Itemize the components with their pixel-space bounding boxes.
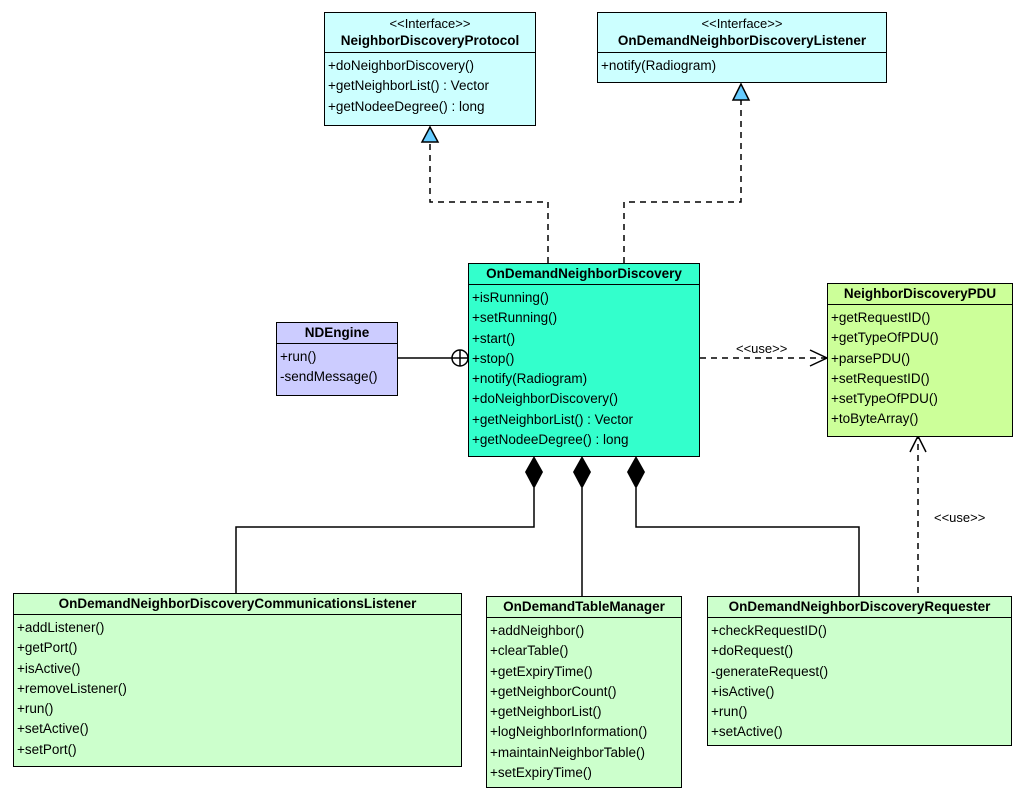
operation: +getExpiryTime() bbox=[490, 663, 593, 679]
stereotype-label: <<Interface>> bbox=[701, 16, 783, 31]
class-header: NDEngine bbox=[277, 323, 397, 344]
class-name: OnDemandNeighborDiscoveryListener bbox=[617, 33, 867, 48]
stereotype-label: <<Interface>> bbox=[389, 16, 471, 31]
operation: +addListener() bbox=[17, 620, 105, 635]
operation: +doNeighborDiscovery() bbox=[328, 58, 474, 73]
operations-list: +addNeighbor() +clearTable() +getExpiryT… bbox=[487, 618, 681, 783]
class-neighbor-discovery-pdu[interactable]: NeighborDiscoveryPDU +getRequestID() +ge… bbox=[827, 283, 1013, 437]
operation: +notify(Radiogram) bbox=[472, 371, 588, 387]
realization-line-ndp bbox=[429, 142, 549, 263]
operation: +setRunning() bbox=[472, 310, 558, 326]
operation: +maintainNeighborTable() bbox=[490, 744, 645, 760]
class-name: NDEngine bbox=[304, 325, 370, 340]
operation: -generateRequest() bbox=[711, 663, 829, 679]
class-requester[interactable]: OnDemandNeighborDiscoveryRequester +chec… bbox=[707, 596, 1012, 746]
operation: +stop() bbox=[472, 350, 515, 366]
operation: +getNeighborCount() bbox=[490, 683, 617, 699]
operations-list: +getRequestID() +getTypeOfPDU() +parsePD… bbox=[828, 305, 1012, 430]
operation: +checkRequestID() bbox=[711, 623, 827, 638]
operation: +getRequestID() bbox=[831, 310, 931, 325]
nesting-circle-icon bbox=[451, 349, 469, 367]
class-on-demand-neighbor-discovery[interactable]: OnDemandNeighborDiscovery +isRunning() +… bbox=[468, 263, 700, 457]
composition-line-comms bbox=[235, 488, 535, 593]
operation: +getNodeeDegree() : long bbox=[328, 98, 485, 114]
interface-on-demand-neighbor-discovery-listener[interactable]: <<Interface>> OnDemandNeighborDiscoveryL… bbox=[597, 12, 887, 83]
operation: +getNeighborList() : Vector bbox=[328, 78, 489, 94]
composition-diamond-table bbox=[573, 456, 591, 489]
class-name: OnDemandTableManager bbox=[503, 599, 665, 614]
operation: +setPort() bbox=[17, 741, 77, 757]
operation: +doRequest() bbox=[711, 643, 794, 659]
class-communications-listener[interactable]: OnDemandNeighborDiscoveryCommunicationsL… bbox=[13, 593, 462, 767]
operation: +run() bbox=[17, 701, 54, 717]
operation: +setTypeOfPDU() bbox=[831, 391, 938, 407]
class-name: NeighborDiscoveryPDU bbox=[843, 286, 997, 301]
operation: +run() bbox=[711, 704, 748, 720]
operation: +setActive() bbox=[17, 721, 89, 737]
class-nd-engine[interactable]: NDEngine +run() -sendMessage() bbox=[276, 322, 398, 396]
operation: +isActive() bbox=[17, 660, 81, 676]
operation: -sendMessage() bbox=[280, 369, 378, 385]
class-name: OnDemandNeighborDiscoveryRequester bbox=[728, 599, 991, 614]
operations-list: +doNeighborDiscovery() +getNeighborList(… bbox=[325, 53, 535, 117]
operations-list: +addListener() +getPort() +isActive() +r… bbox=[14, 615, 461, 760]
class-name: NeighborDiscoveryProtocol bbox=[340, 33, 520, 48]
operation: +addNeighbor() bbox=[490, 623, 585, 638]
composition-diamond-comms bbox=[525, 456, 543, 489]
operation: +getNodeeDegree() : long bbox=[472, 432, 629, 448]
operation: +logNeighborInformation() bbox=[490, 724, 648, 740]
class-header: OnDemandNeighborDiscoveryRequester bbox=[708, 597, 1011, 618]
class-header: <<Interface>> NeighborDiscoveryProtocol bbox=[325, 13, 535, 53]
realization-triangle-listener bbox=[731, 82, 751, 101]
operation: +setExpiryTime() bbox=[490, 765, 592, 781]
operation: +start() bbox=[472, 330, 516, 346]
interface-neighbor-discovery-protocol[interactable]: <<Interface>> NeighborDiscoveryProtocol … bbox=[324, 12, 536, 126]
composition-line-requester bbox=[635, 488, 860, 596]
operation: +isActive() bbox=[711, 683, 775, 699]
class-name: OnDemandNeighborDiscoveryCommunicationsL… bbox=[58, 596, 417, 611]
class-header: <<Interface>> OnDemandNeighborDiscoveryL… bbox=[598, 13, 886, 53]
operation: +getTypeOfPDU() bbox=[831, 330, 939, 346]
class-header: OnDemandNeighborDiscoveryCommunicationsL… bbox=[14, 594, 461, 615]
class-table-manager[interactable]: OnDemandTableManager +addNeighbor() +cle… bbox=[486, 596, 682, 788]
use-label-requester-pdu: <<use>> bbox=[934, 510, 986, 525]
operation: +getNeighborList() bbox=[490, 704, 602, 720]
operations-list: +run() -sendMessage() bbox=[277, 344, 397, 388]
operation: +doNeighborDiscovery() bbox=[472, 391, 618, 407]
operation: +parsePDU() bbox=[831, 350, 911, 366]
operation: +removeListener() bbox=[17, 680, 127, 696]
composition-diamond-requester bbox=[627, 456, 645, 489]
operations-list: +notify(Radiogram) bbox=[598, 53, 886, 76]
operation: +toByteArray() bbox=[831, 411, 919, 427]
operation: +getPort() bbox=[17, 640, 78, 656]
operation: +clearTable() bbox=[490, 643, 569, 659]
class-name: OnDemandNeighborDiscovery bbox=[486, 266, 682, 281]
use-label-core-pdu: <<use>> bbox=[736, 341, 788, 356]
class-header: NeighborDiscoveryPDU bbox=[828, 284, 1012, 305]
operations-list: +isRunning() +setRunning() +start() +sto… bbox=[469, 285, 699, 450]
operation: +setActive() bbox=[711, 724, 783, 740]
operation: +getNeighborList() : Vector bbox=[472, 411, 633, 427]
operation: +notify(Radiogram) bbox=[601, 58, 717, 73]
operation: +setRequestID() bbox=[831, 370, 930, 386]
realization-line-listener bbox=[623, 100, 742, 263]
realization-triangle-ndp bbox=[420, 125, 440, 143]
operation: +isRunning() bbox=[472, 290, 549, 305]
operations-list: +checkRequestID() +doRequest() -generate… bbox=[708, 618, 1011, 743]
operation: +run() bbox=[280, 349, 317, 364]
class-header: OnDemandTableManager bbox=[487, 597, 681, 618]
class-header: OnDemandNeighborDiscovery bbox=[469, 264, 699, 285]
